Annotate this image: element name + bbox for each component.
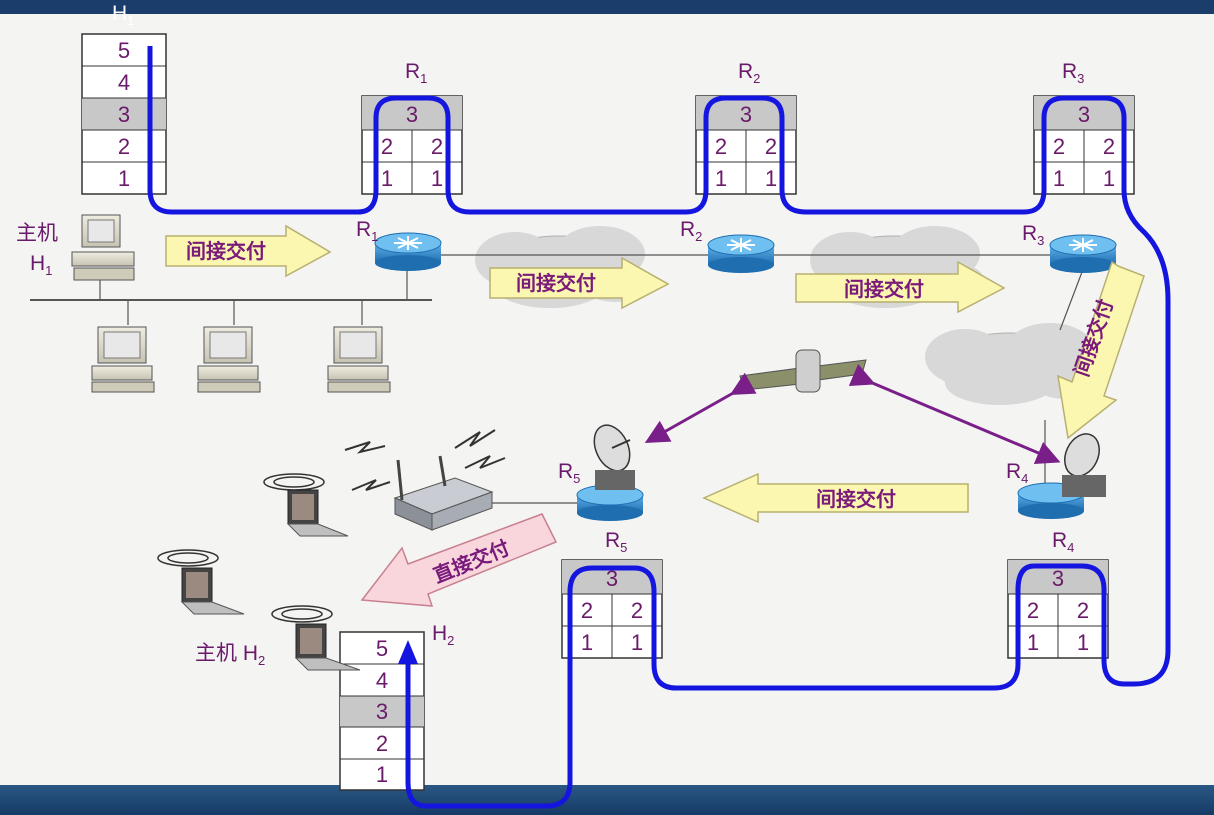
r1-layer-1-left: 1 [381, 166, 393, 191]
r4-layer-2-left: 2 [1027, 598, 1039, 623]
r4-layer-1-left: 1 [1027, 630, 1039, 655]
r5-layer-1-left: 1 [581, 630, 593, 655]
r1-layer-1-right: 1 [431, 166, 443, 191]
r5-router-label: R5 [558, 460, 580, 486]
svg-text:间接交付: 间接交付 [844, 277, 924, 301]
satellite-icon [739, 349, 867, 393]
h1-layer-1: 1 [118, 166, 130, 191]
satellite-link-left [644, 372, 757, 443]
r1-layer-2-right: 2 [431, 134, 443, 159]
r2-layer-2-left: 2 [715, 134, 727, 159]
wireless-access-point-icon [393, 455, 494, 531]
laptop-icon-1 [263, 473, 349, 537]
bottom-band [0, 785, 1214, 815]
r2-layer-2-right: 2 [765, 134, 777, 159]
packet-path [147, 46, 1171, 809]
r2-layer-1-right: 1 [765, 166, 777, 191]
r2-layer-3: 3 [740, 102, 752, 127]
r1-stack-label: R1 [405, 60, 427, 86]
indirect-arrow-3: 间接交付 [795, 260, 1006, 314]
r5-layer-2-left: 2 [581, 598, 593, 623]
router-icon-r2 [707, 234, 775, 273]
r5-layer-3: 3 [606, 566, 618, 591]
packet-path-arrowhead [398, 640, 418, 664]
host-h2-laptop-icon [271, 605, 361, 671]
signal-bolt-icon-1 [344, 441, 386, 454]
h2-layer-1: 1 [376, 762, 388, 787]
signal-bolt-icon-4 [464, 455, 506, 469]
indirect-arrow-1: 间接交付 [165, 224, 332, 278]
svg-text:间接交付: 间接交付 [186, 239, 266, 263]
r5-stack-label: R5 [605, 529, 627, 555]
svg-text:间接交付: 间接交付 [816, 487, 896, 511]
r5-layer-2-right: 2 [631, 598, 643, 623]
svg-text:间接交付: 间接交付 [516, 271, 596, 295]
h2-layer-2: 2 [376, 731, 388, 756]
h1-stack: 5 4 3 2 1 [81, 33, 167, 195]
host-h1-label-line2: H1 [30, 252, 52, 278]
r4-layer-1-right: 1 [1077, 630, 1089, 655]
h1-layer-4: 4 [118, 70, 130, 95]
h2-layer-4: 4 [376, 668, 388, 693]
network-links [30, 254, 1083, 504]
router-icon-r5 [576, 484, 644, 521]
r4-stack-label: R4 [1052, 529, 1074, 555]
r3-layer-2-right: 2 [1103, 134, 1115, 159]
h2-top-label: H2 [432, 622, 454, 648]
h1-layer-5: 5 [118, 38, 130, 63]
r1-layer-2-left: 2 [381, 134, 393, 159]
top-band [0, 0, 1214, 14]
r2-router-label: R2 [680, 218, 702, 244]
host-h2-label: 主机 H2 [195, 642, 265, 668]
r3-layer-2-left: 2 [1053, 134, 1065, 159]
r2-stack-label: R2 [738, 60, 760, 86]
h1-top-label: H1 [112, 2, 134, 28]
signal-bolt-icon-3 [454, 429, 496, 449]
r4-router-label: R4 [1006, 460, 1028, 486]
signal-bolt-icon-2 [351, 479, 391, 491]
lan-computer-icon-1 [91, 326, 155, 393]
h1-layer-3: 3 [118, 102, 130, 127]
r3-stack: 3 2 2 1 1 [1033, 95, 1135, 195]
indirect-arrow-2: 间接交付 [489, 256, 670, 310]
router-icon-r1 [374, 232, 442, 271]
indirect-arrow-5: 间接交付 [702, 472, 969, 524]
r3-layer-3: 3 [1078, 102, 1090, 127]
r1-router-label: R1 [356, 218, 378, 244]
r3-router-label: R3 [1022, 222, 1044, 248]
h2-layer-3: 3 [376, 699, 388, 724]
h1-layer-2: 2 [118, 134, 130, 159]
r4-layer-2-right: 2 [1077, 598, 1089, 623]
r3-layer-1-right: 1 [1103, 166, 1115, 191]
direct-arrow: 直接交付 [360, 513, 558, 607]
r4-layer-3: 3 [1052, 566, 1064, 591]
r3-layer-1-left: 1 [1053, 166, 1065, 191]
router-icon-r3 [1049, 234, 1117, 273]
r1-layer-3: 3 [406, 102, 418, 127]
lan-computer-icon-3 [327, 326, 391, 393]
r2-layer-1-left: 1 [715, 166, 727, 191]
satellite-dish-icon-r5 [593, 424, 635, 490]
h2-layer-5: 5 [376, 636, 388, 661]
r5-layer-1-right: 1 [631, 630, 643, 655]
laptop-icon-2 [157, 549, 245, 615]
host-h1-computer-icon [71, 214, 135, 281]
satellite-link-right [848, 363, 1061, 465]
lan-computer-icon-2 [197, 326, 261, 393]
host-h1-label-line1: 主机 [16, 222, 58, 245]
r3-stack-label: R3 [1062, 60, 1084, 86]
satellite-dish-icon-r4 [1062, 433, 1106, 497]
